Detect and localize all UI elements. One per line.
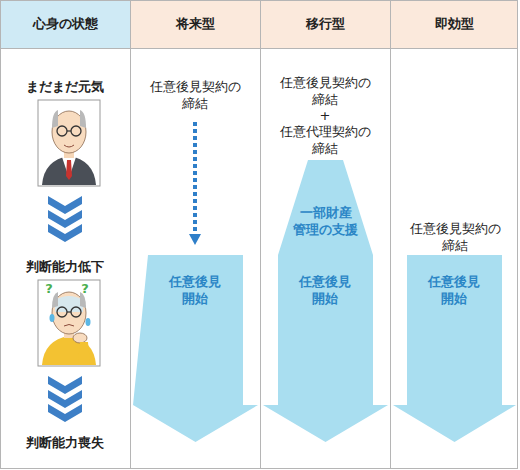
question-mark-text: ?: [81, 280, 89, 297]
plus-sign-text: +: [320, 107, 331, 124]
column-header: 心身の状態: [0, 15, 130, 32]
state-label: まだまだ元気: [0, 78, 130, 95]
arrow-text: 任意後見 開始: [296, 273, 356, 307]
phase-arrow: 一部財産 管理の支援任意後見 開始: [263, 160, 388, 442]
down-chevrons: [48, 376, 82, 422]
column-header: 即効型: [390, 15, 518, 32]
phase-arrow: 任意後見 開始: [393, 255, 516, 442]
state-label-text: 判断能力低下: [26, 258, 104, 275]
healthy-person: [38, 100, 100, 186]
grid-line: [130, 0, 131, 469]
column-header-text: 心身の状態: [33, 15, 98, 32]
header-bg: [0, 0, 130, 48]
contract-note-text: 任意後見契約の 締結: [140, 78, 250, 112]
grid-line: [390, 0, 391, 469]
arrow-text-block: 任意後見 開始: [133, 273, 258, 307]
contract-note: 任意代理契約の 締結: [270, 123, 380, 157]
state-label: 判断能力低下: [0, 258, 130, 275]
state-label: 判断能力喪失: [0, 434, 130, 451]
column-header: 将来型: [130, 15, 260, 32]
contract-note: 任意後見契約の 締結: [140, 78, 250, 112]
grid-line: [0, 48, 518, 49]
arrow-fill: [393, 255, 516, 442]
arrow-text-block: 任意後見 開始: [393, 273, 516, 307]
arrow-text-block: 任意後見 開始: [263, 273, 388, 307]
arrow-fill: [263, 160, 388, 442]
contract-note-text: 任意後見契約の 締結: [400, 220, 510, 254]
state-label-text: まだまだ元気: [26, 78, 104, 95]
question-mark: ?: [42, 280, 56, 297]
arrow-text: 一部財産 管理の支援: [290, 204, 360, 238]
column-header-text: 即効型: [435, 15, 474, 32]
phase-arrow: 任意後見 開始: [133, 255, 258, 442]
state-label-text: 判断能力喪失: [26, 434, 104, 451]
contract-note-text: 任意代理契約の 締結: [270, 123, 380, 157]
question-mark: ?: [78, 280, 92, 297]
arrow-fill: [133, 255, 258, 442]
contract-note: 任意後見契約の 締結: [400, 220, 510, 254]
question-mark-text: ?: [45, 280, 53, 297]
confused-person: [38, 280, 100, 366]
header-bg: [130, 0, 518, 48]
contract-note: 任意後見契約の 締結: [270, 74, 380, 108]
arrow-text: 任意後見 開始: [166, 273, 226, 307]
column-header: 移行型: [260, 15, 390, 32]
dotted-arrow: [189, 122, 201, 245]
contract-note-text: 任意後見契約の 締結: [270, 74, 380, 108]
column-header-text: 将来型: [176, 15, 215, 32]
arrow-text: 任意後見 開始: [425, 273, 485, 307]
plus-sign: +: [270, 107, 380, 124]
arrow-text-block: 一部財産 管理の支援: [263, 204, 388, 238]
grid-line: [260, 0, 261, 469]
down-chevrons: [48, 196, 82, 242]
column-header-text: 移行型: [306, 15, 345, 32]
